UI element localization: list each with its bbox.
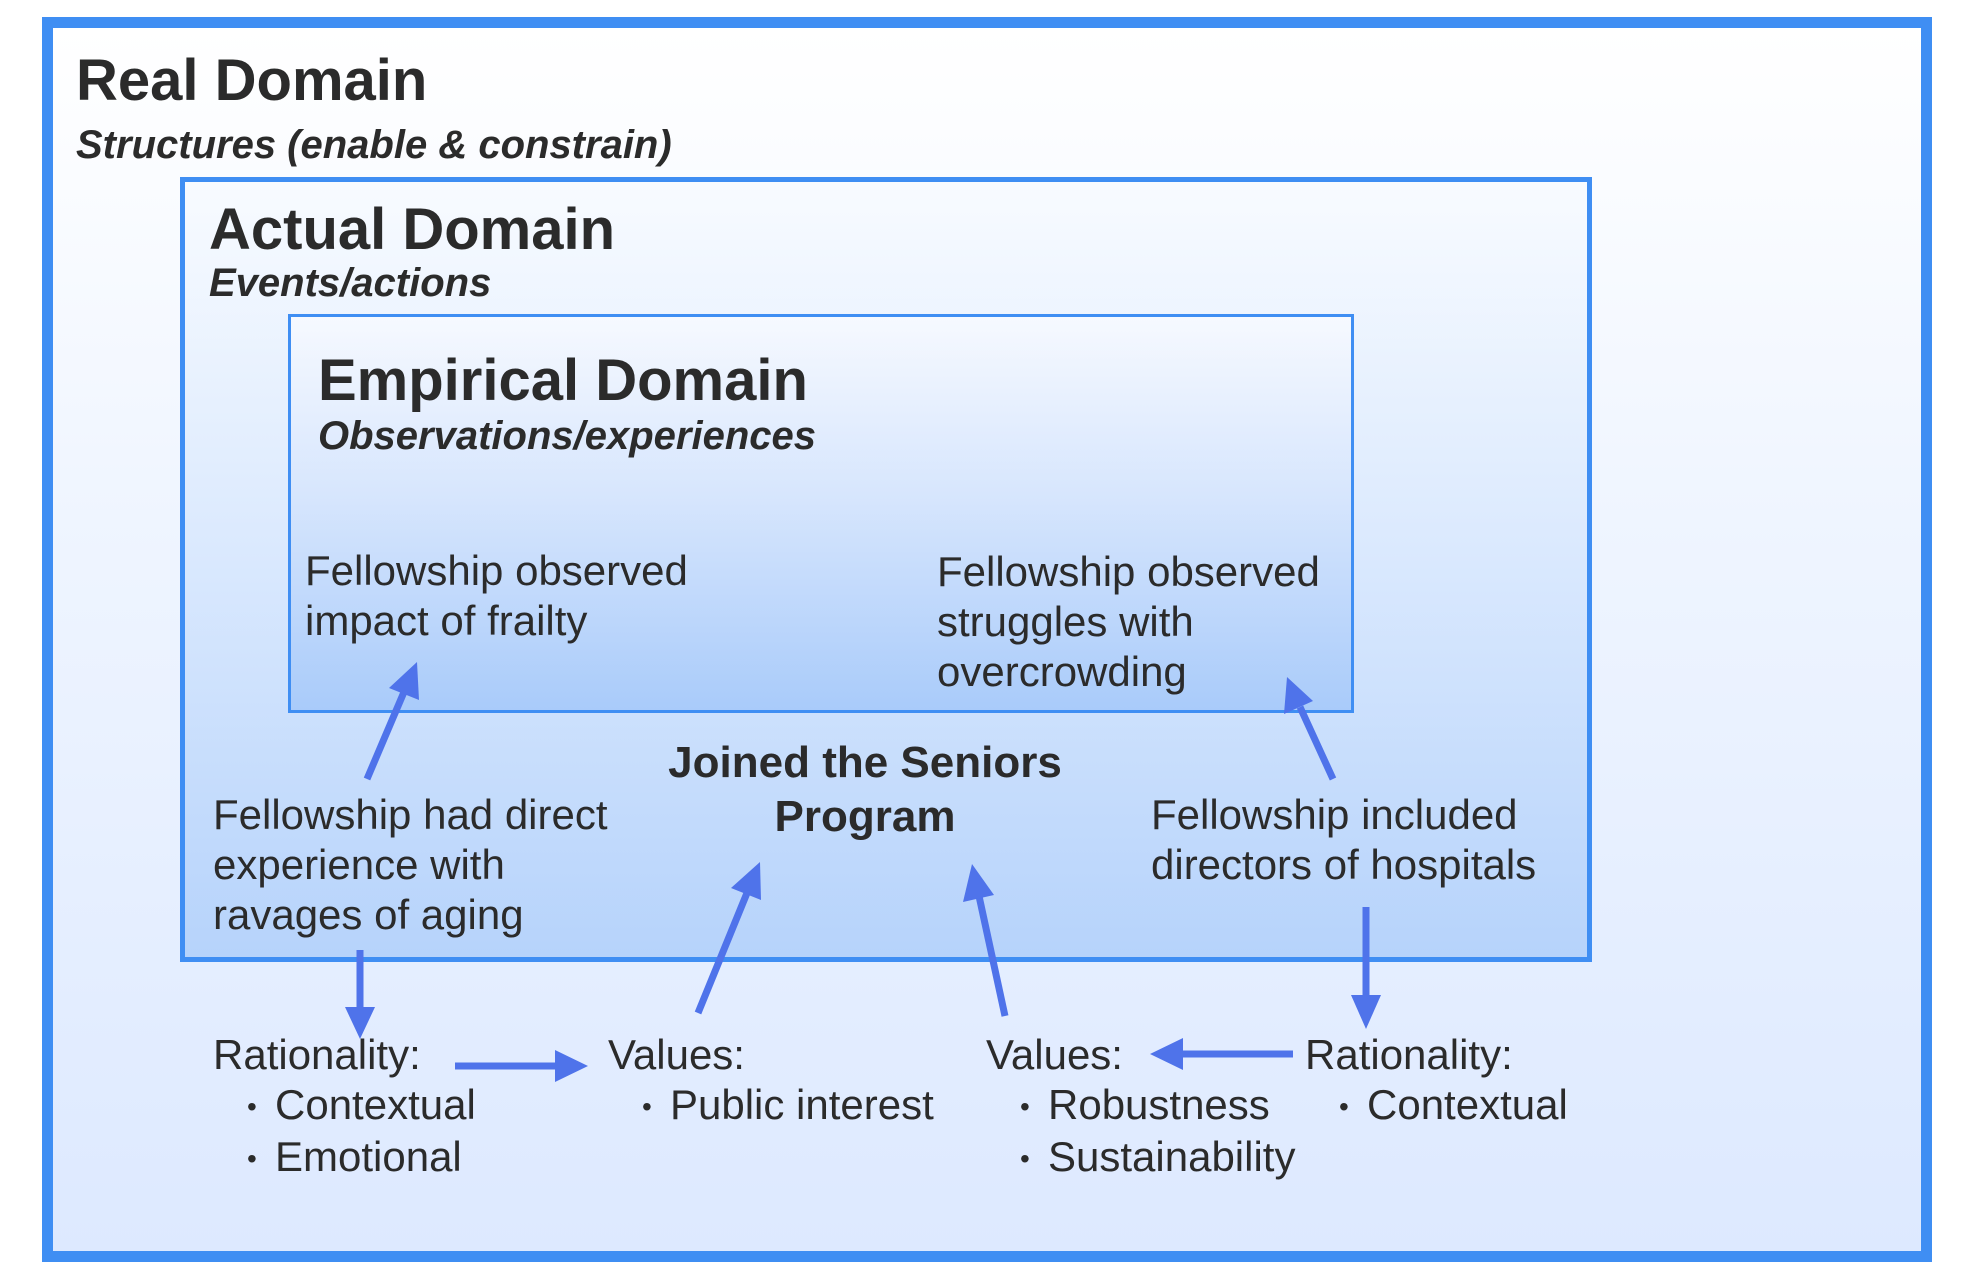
arrow-rationality-right-to-values-head [1150, 1038, 1183, 1070]
real-domain-title: Real Domain [76, 48, 428, 113]
values-right-item: Robustness [1020, 1080, 1295, 1132]
observed-frailty-text: Fellowship observed impact of frailty [305, 547, 688, 644]
actual-domain-subtitle: Events/actions [209, 261, 492, 305]
arrow-values-to-program-right-head [963, 864, 994, 902]
rationality-right-label: Rationality: [1305, 1031, 1513, 1078]
arrow-directors-to-overcrowding-head [1284, 677, 1313, 714]
values-left-item: Public interest [642, 1080, 934, 1132]
arrow-values-to-program-right [975, 895, 1009, 1017]
arrow-values-to-program-left [694, 891, 751, 1015]
arrow-directors-to-overcrowding [1296, 705, 1337, 781]
direct-experience-aging-text: Fellowship had direct experience with ra… [213, 791, 608, 938]
real-domain-subtitle: Structures (enable & constrain) [76, 123, 672, 167]
values-left-label: Values: [608, 1031, 745, 1078]
arrow-experience-to-frailty [363, 690, 408, 781]
arrow-experience-to-rationality-head [345, 1007, 375, 1039]
joined-program-text: Joined the Seniors Program [668, 738, 1062, 841]
rationality-left-block: Rationality: Contextual Emotional [213, 1030, 476, 1184]
empirical-domain-subtitle: Observations/experiences [318, 414, 817, 458]
observed-overcrowding-text: Fellowship observed struggles with overc… [937, 548, 1320, 695]
rationality-left-item: Contextual [247, 1080, 476, 1132]
values-right-block: Values: Robustness Sustainability [986, 1030, 1295, 1184]
values-left-block: Values: Public interest [608, 1030, 934, 1132]
values-right-item: Sustainability [1020, 1132, 1295, 1184]
directors-hospitals-text: Fellowship included directors of hospita… [1151, 791, 1537, 888]
empirical-domain-box [288, 314, 1354, 713]
arrow-experience-to-frailty-head [389, 662, 419, 700]
values-right-label: Values: [986, 1031, 1123, 1078]
arrow-values-to-program-left-head [731, 862, 761, 900]
rationality-left-label: Rationality: [213, 1031, 421, 1078]
arrow-rationality-to-values-head [555, 1050, 588, 1082]
actual-domain-title: Actual Domain [209, 197, 616, 262]
rationality-left-item: Emotional [247, 1132, 476, 1184]
rationality-right-item: Contextual [1339, 1080, 1568, 1132]
empirical-domain-title: Empirical Domain [318, 348, 808, 413]
arrow-directors-to-rationality-head [1351, 995, 1381, 1029]
rationality-right-block: Rationality: Contextual [1305, 1030, 1568, 1132]
